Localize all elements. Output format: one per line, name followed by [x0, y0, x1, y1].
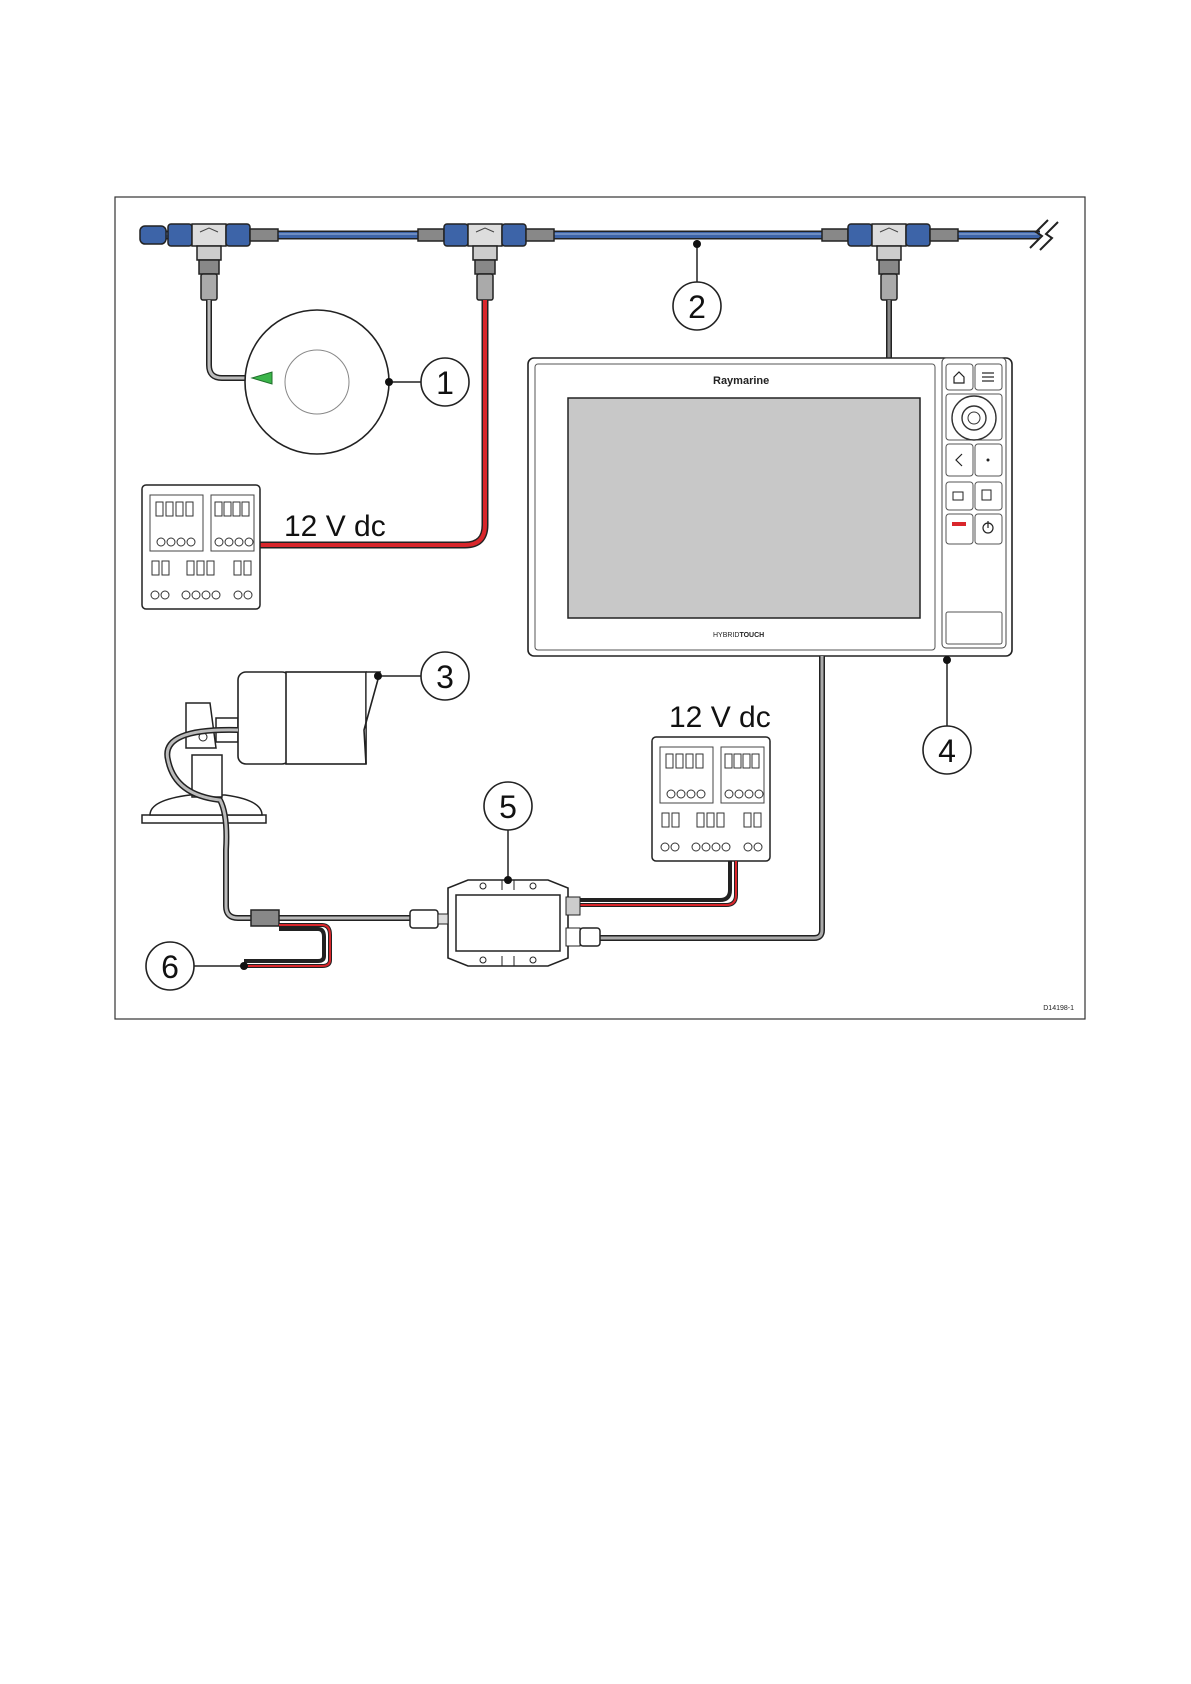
svg-text:1: 1: [436, 365, 454, 401]
mob-button: [946, 514, 973, 544]
switch-app-button: [946, 482, 973, 510]
voltage-label-top: 12 V dc: [284, 510, 386, 543]
dc-distribution-panel-bottom: [652, 737, 770, 861]
power-button: [975, 514, 1002, 544]
backbone-terminator: [140, 226, 166, 244]
svg-text:4: 4: [938, 733, 956, 769]
dc-distribution-panel-top: [142, 485, 260, 609]
figure-id: D14198-1: [1043, 1005, 1074, 1012]
cable-split-sleeve: [251, 910, 279, 926]
display-model-text: HYBRIDTOUCH: [713, 632, 764, 639]
svg-text:5: 5: [499, 789, 517, 825]
svg-text:2: 2: [688, 289, 706, 325]
display-brand-logo: Raymarine: [713, 375, 769, 387]
display-screen: [568, 398, 920, 618]
svg-text:6: 6: [161, 949, 179, 985]
home-button: [946, 364, 973, 390]
waypoint-button: [975, 482, 1002, 510]
voltage-label-bottom: 12 V dc: [669, 701, 771, 734]
multifunction-display: Raymarine HYBRIDTOUCH: [528, 358, 1012, 656]
back-button: [946, 444, 973, 476]
card-slot-door: [946, 612, 1002, 644]
svg-text:3: 3: [436, 659, 454, 695]
round-sensor-device: [245, 310, 389, 454]
